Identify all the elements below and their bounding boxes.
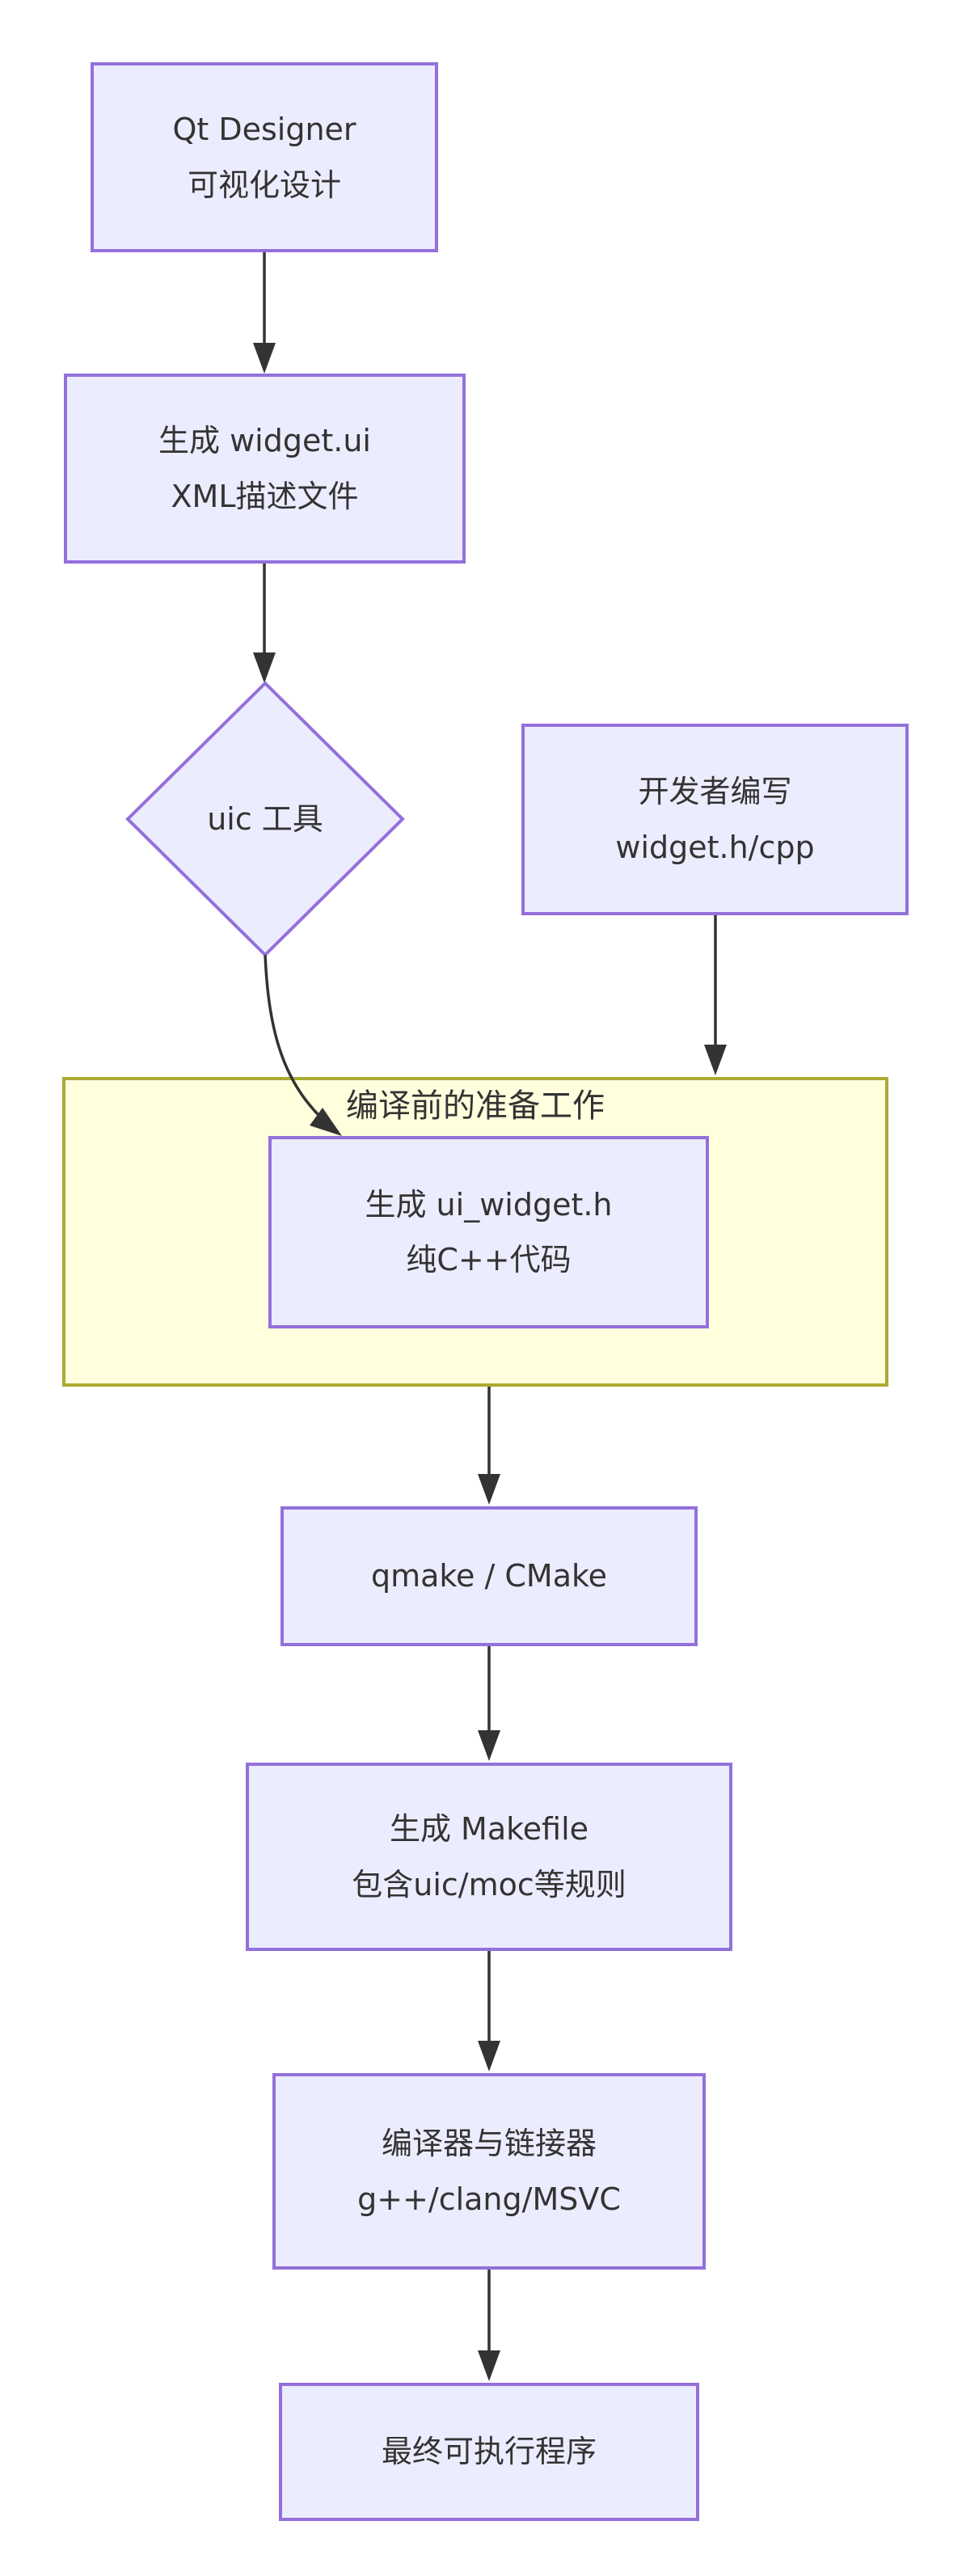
node-ui-header: 生成 ui_widget.h 纯C++代码	[268, 1136, 709, 1328]
cluster-pre-compile-title: 编译前的准备工作	[346, 1087, 605, 1125]
arrowhead-qmake-to-makefile	[478, 1730, 500, 1761]
arrowhead-designer-to-widget-ui	[253, 343, 276, 374]
node-qt-designer: Qt Designer 可视化设计	[91, 62, 438, 252]
arrowhead-dev-code-to-cluster	[704, 1045, 727, 1075]
edge-uic-to-ui-header	[264, 954, 340, 1134]
arrowhead-cluster-to-qmake	[478, 1474, 500, 1505]
arrowhead-uic-to-ui-header	[310, 1108, 342, 1136]
node-widget-ui-file: 生成 widget.ui XML描述文件	[64, 374, 466, 564]
arrowhead-widget-ui-to-uic	[253, 652, 276, 683]
arrowhead-compiler-to-executable	[478, 2350, 500, 2381]
node-developer-code: 开发者编写 widget.h/cpp	[521, 724, 909, 915]
node-executable: 最终可执行程序	[279, 2383, 699, 2521]
node-makefile: 生成 Makefile 包含uic/moc等规则	[246, 1763, 732, 1951]
node-uic-tool-label: uic 工具	[207, 800, 323, 837]
arrowhead-makefile-to-compiler	[478, 2041, 500, 2071]
node-qmake-cmake: qmake / CMake	[281, 1506, 698, 1646]
node-compiler-linker: 编译器与链接器 g++/clang/MSVC	[272, 2073, 706, 2270]
